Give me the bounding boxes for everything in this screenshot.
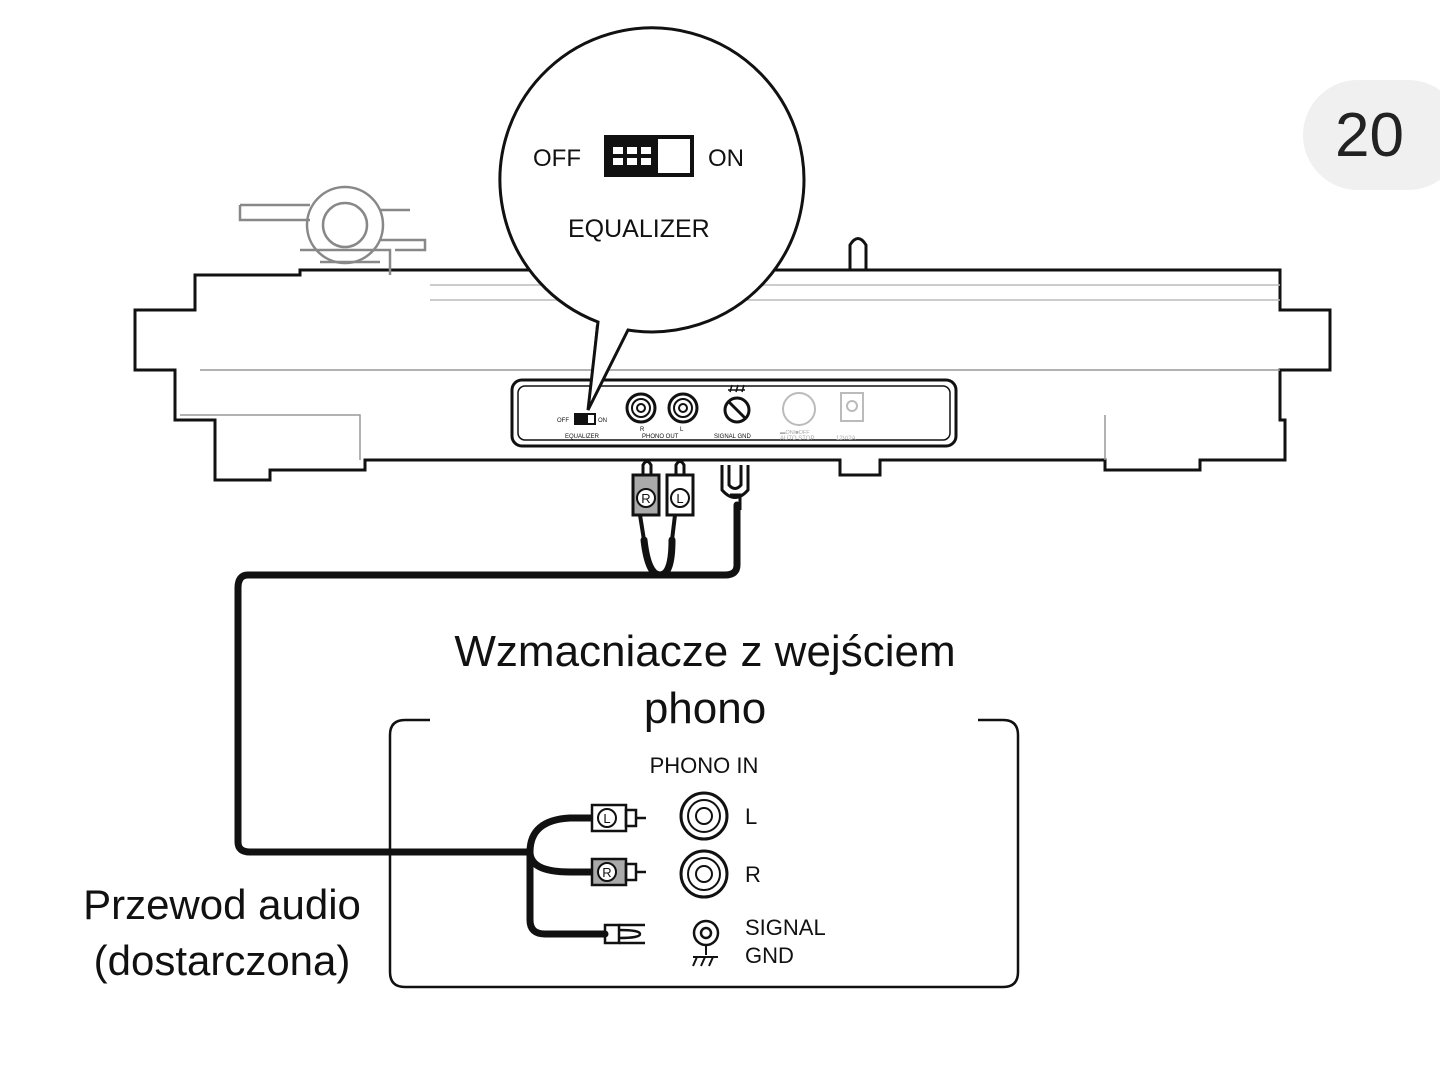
page-number-badge [1303, 80, 1440, 190]
panel-eq-on: ON [598, 418, 607, 424]
dc-power-jack [840, 392, 864, 422]
phono-in-label: PHONO IN [650, 753, 759, 778]
rca-plug-l [665, 460, 695, 541]
amp-plug-l-label: L [603, 811, 610, 826]
panel-auto-stop-mode: ▬ON/■OFF [780, 430, 810, 436]
phono-out-l-jack [667, 392, 699, 424]
callout-off-label: OFF [533, 145, 581, 172]
panel-auto-stop: AUTO STOP [780, 436, 814, 442]
amp-title-line2: phono [644, 684, 766, 733]
plug-r-label: R [641, 491, 650, 506]
rear-panel [510, 378, 958, 448]
amplifier-panel [388, 718, 1020, 989]
panel-power: 12V/2A [836, 436, 856, 442]
panel-phono-r: R [640, 427, 645, 433]
equalizer-callout [498, 26, 806, 411]
phono-out-r-jack [625, 392, 657, 424]
amp-spade-plug [603, 923, 645, 945]
panel-eq-off: OFF [557, 418, 569, 424]
audio-cable [234, 501, 741, 938]
phono-in-l-jack [679, 791, 729, 841]
cable-label-line1: Przewod audio [83, 881, 361, 928]
phono-in-r-jack [679, 849, 729, 899]
panel-signal-gnd: SIGNAL GND [714, 434, 751, 440]
plug-l-label: L [676, 491, 683, 506]
callout-equalizer-label: EQUALIZER [568, 215, 710, 243]
panel-phono-out: PHONO OUT [642, 434, 679, 440]
jack-l-label: L [745, 804, 757, 829]
panel-phono-l: L [680, 427, 684, 433]
auto-stop-switch [782, 392, 816, 426]
signal-gnd-terminal [723, 384, 751, 424]
amp-plug-r [590, 857, 646, 887]
gnd-label-line2: GND [745, 943, 794, 968]
gnd-terminal-icon [692, 919, 720, 967]
rca-plug-r [631, 460, 661, 541]
page-number: 20 [1335, 101, 1404, 170]
callout-on-label: ON [708, 145, 744, 172]
amp-title-line1: Wzmacniacze z wejściem [454, 627, 955, 676]
cable-label-line2: (dostarczona) [94, 937, 351, 984]
gnd-label-line1: SIGNAL [745, 915, 826, 940]
jack-r-label: R [745, 862, 761, 887]
amp-plug-r-label: R [602, 865, 611, 880]
tonearm-icon [238, 185, 427, 275]
panel-eq-label: EQUALIZER [565, 434, 600, 440]
amp-plug-l [590, 803, 646, 833]
